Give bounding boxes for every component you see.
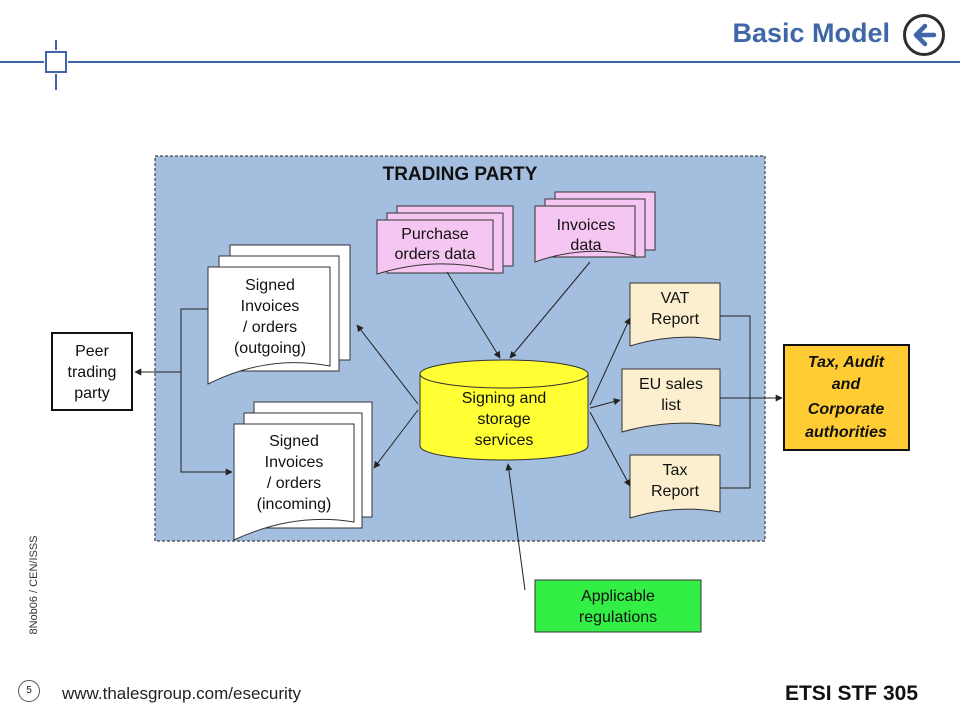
purchase-orders-line-2: orders data bbox=[395, 246, 476, 263]
vat-report-node: VAT Report bbox=[629, 282, 721, 347]
signed-outgoing-line-4: (outgoing) bbox=[234, 340, 306, 357]
signed-incoming-line-2: Invoices bbox=[265, 454, 324, 471]
signed-outgoing-line-1: Signed bbox=[245, 277, 295, 294]
signed-incoming-node: Signed Invoices / orders (incoming) bbox=[233, 401, 373, 541]
signing-services-line-2: storage bbox=[477, 411, 530, 428]
authorities-line-1: Tax, Audit bbox=[808, 354, 885, 371]
signed-outgoing-line-3: / orders bbox=[243, 319, 297, 336]
signed-outgoing-node: Signed Invoices / orders (outgoing) bbox=[207, 244, 351, 385]
arrow-purchase-to-services bbox=[446, 271, 501, 359]
side-date-text: 8Nob06 / CEN/ISSS bbox=[28, 535, 40, 635]
invoices-data-node: Invoices data bbox=[534, 191, 656, 263]
vat-report-line-2: Report bbox=[651, 311, 700, 328]
footer-standard-label: ETSI STF 305 bbox=[784, 682, 918, 705]
authorities-line-4: authorities bbox=[805, 424, 887, 441]
arrow-services-to-outgoing bbox=[356, 324, 419, 405]
arrow-services-to-incoming bbox=[373, 409, 419, 469]
signing-services-line-1: Signing and bbox=[462, 390, 547, 407]
arrow-outgoing-to-peer bbox=[134, 308, 208, 376]
signed-incoming-line-4: (incoming) bbox=[257, 496, 332, 513]
arrow-invoices-to-services bbox=[509, 261, 591, 359]
footer-url[interactable]: www.thalesgroup.com/esecurity bbox=[62, 684, 302, 703]
tax-report-node: Tax Report bbox=[629, 454, 721, 519]
tax-report-line-1: Tax bbox=[663, 462, 688, 479]
authorities-node: Tax, Audit and Corporate authorities bbox=[783, 344, 910, 451]
applicable-regulations-node: Applicable regulations bbox=[534, 579, 702, 633]
arrow-services-to-eu bbox=[589, 398, 621, 409]
back-arrow-icon bbox=[913, 23, 937, 47]
authorities-line-2: and bbox=[832, 376, 862, 393]
purchase-orders-data-node: Purchase orders data bbox=[376, 205, 514, 275]
page-number: 5 bbox=[18, 680, 40, 702]
header-decoration bbox=[0, 40, 960, 90]
arrow-services-to-vat bbox=[589, 317, 631, 406]
eu-sales-line-2: list bbox=[661, 397, 681, 414]
eu-sales-line-1: EU sales bbox=[639, 376, 703, 393]
vat-report-line-1: VAT bbox=[661, 290, 690, 307]
arrow-regulations-to-services bbox=[505, 463, 526, 591]
signing-services-node: Signing and storage services bbox=[419, 359, 589, 461]
signed-incoming-line-3: / orders bbox=[267, 475, 321, 492]
invoices-data-line-1: Invoices bbox=[557, 217, 616, 234]
signing-services-line-3: services bbox=[475, 432, 534, 449]
page-title: Basic Model bbox=[732, 18, 890, 48]
signed-incoming-line-1: Signed bbox=[269, 433, 319, 450]
regulations-line-2: regulations bbox=[579, 609, 657, 626]
peer-line-2: trading bbox=[68, 364, 117, 381]
signed-outgoing-line-2: Invoices bbox=[241, 298, 300, 315]
authorities-line-3: Corporate bbox=[808, 401, 885, 418]
connector-tax-to-authorities bbox=[720, 398, 751, 489]
connector-vat-to-authorities bbox=[720, 315, 751, 398]
invoices-data-line-2: data bbox=[570, 237, 601, 254]
tax-report-line-2: Report bbox=[651, 483, 700, 500]
peer-line-1: Peer bbox=[75, 343, 109, 360]
arrow-services-to-tax bbox=[589, 411, 631, 487]
peer-trading-party-node: Peer trading party bbox=[51, 332, 133, 411]
peer-line-3: party bbox=[74, 385, 110, 402]
regulations-line-1: Applicable bbox=[581, 588, 655, 605]
eu-sales-node: EU sales list bbox=[621, 368, 721, 433]
back-button[interactable] bbox=[903, 14, 945, 56]
purchase-orders-line-1: Purchase bbox=[401, 226, 469, 243]
trading-party-label: TRADING PARTY bbox=[383, 164, 538, 185]
arrow-peer-to-incoming bbox=[180, 372, 233, 476]
